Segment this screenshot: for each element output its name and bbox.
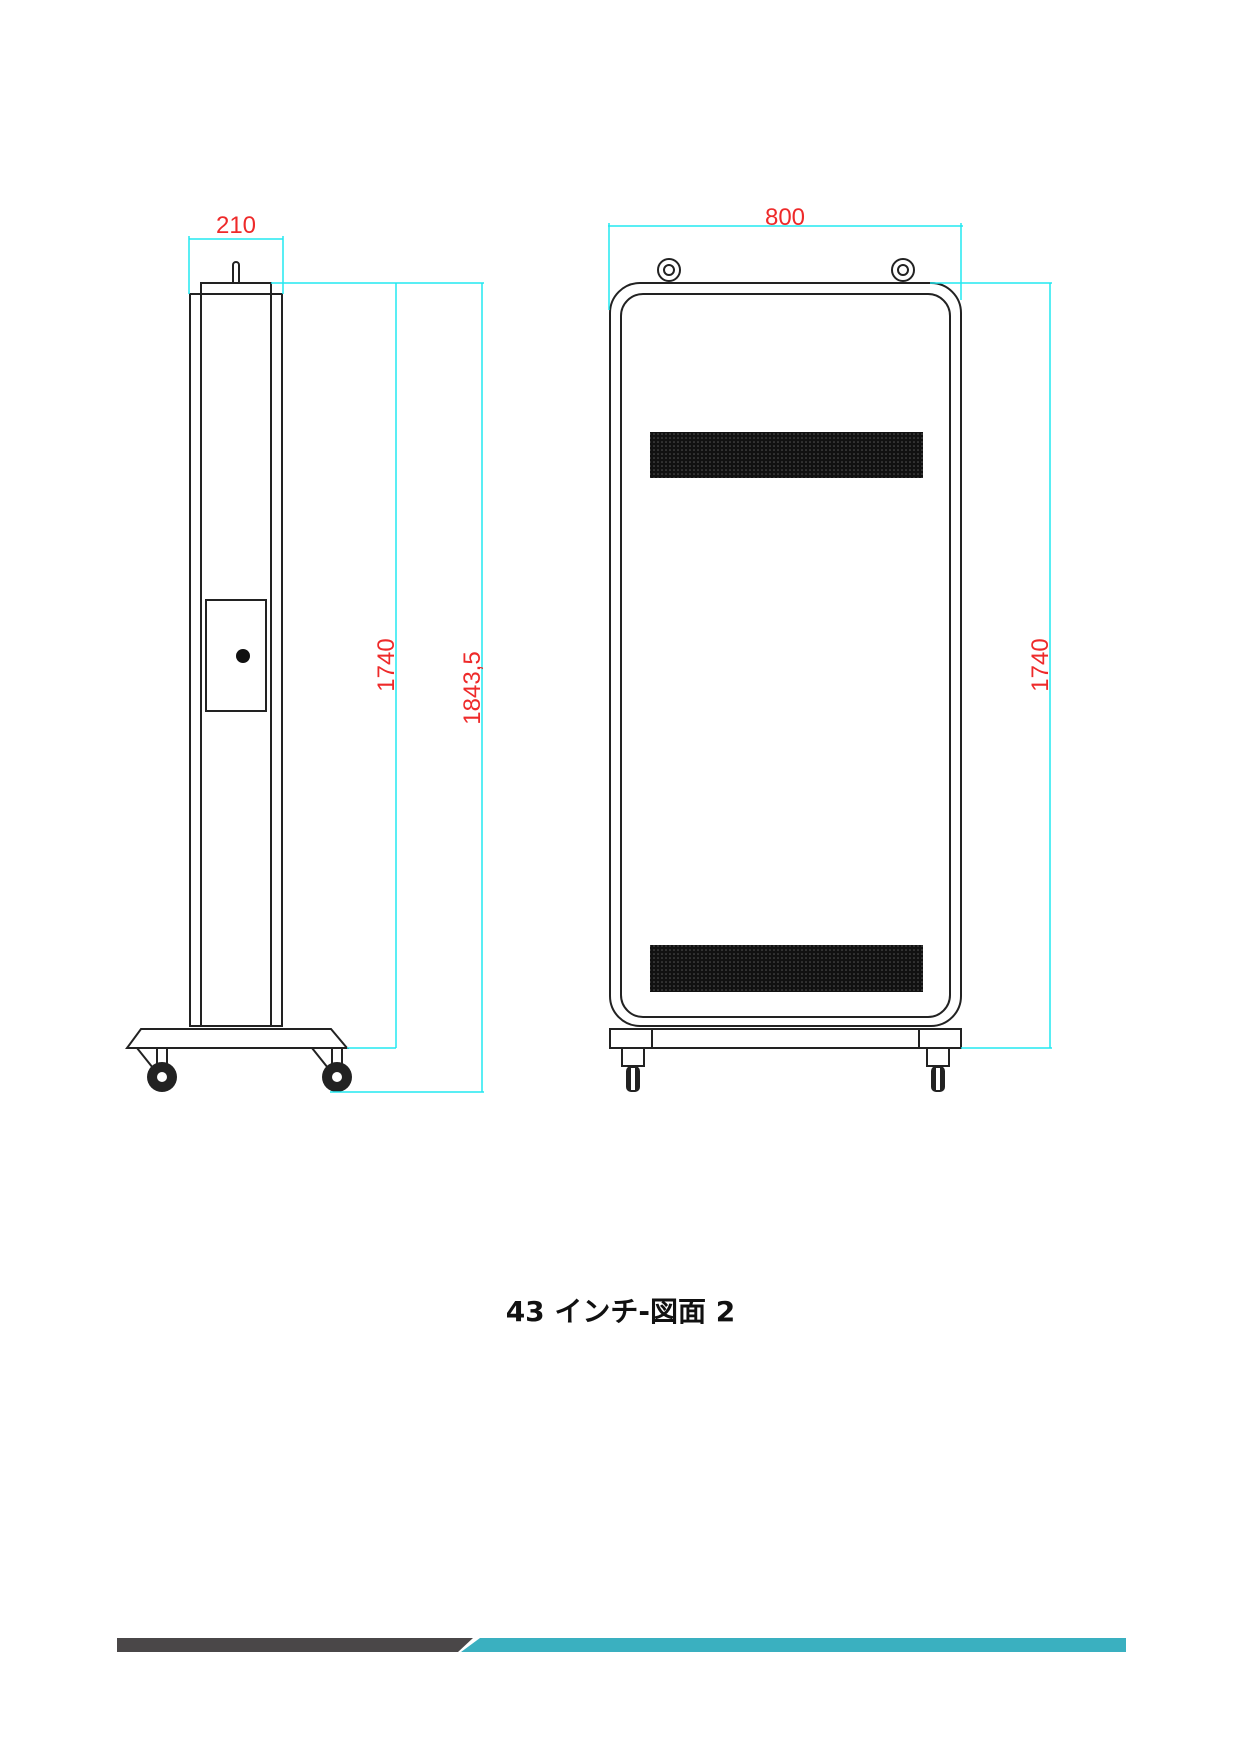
front-wheel-left: [621, 1047, 645, 1092]
side-body: [200, 282, 272, 1027]
dim-line-800: [608, 223, 963, 310]
dim-line-1740-front: [930, 282, 1052, 1049]
footer-bar-teal: [461, 1638, 1126, 1652]
dim-lines-height: [271, 282, 484, 1093]
side-panel-box: [205, 599, 267, 712]
side-view: 210 1740 1843,5: [125, 212, 486, 1093]
vent-top: [650, 432, 923, 478]
dim-label-1740-front: 1740: [1027, 638, 1054, 691]
footer-bar: [117, 1638, 1126, 1652]
footer-bar-dark: [117, 1638, 473, 1652]
front-panel-inner: [620, 293, 951, 1018]
side-base: [125, 1028, 350, 1049]
front-frame-outer: [609, 282, 962, 1027]
dim-label-1843: 1843,5: [459, 651, 486, 724]
side-wheel-right: [311, 1047, 352, 1092]
side-lifting-eye: [232, 261, 240, 283]
figure-caption: 43 インチ-図面 2: [505, 1295, 736, 1328]
dim-label-1740-side: 1740: [373, 638, 400, 691]
front-wheel-right: [926, 1047, 950, 1092]
lifting-eye-icons: [657, 258, 915, 282]
dim-label-800: 800: [765, 204, 805, 231]
front-view: 800 1740: [608, 204, 1054, 1092]
dim-line-210: [188, 236, 284, 294]
side-frame-outer: [189, 293, 283, 1027]
side-wheel-left: [136, 1047, 177, 1092]
dim-label-210: 210: [216, 212, 256, 239]
side-panel-knob: [236, 649, 250, 663]
vent-bottom: [650, 945, 923, 992]
front-base: [609, 1028, 962, 1049]
